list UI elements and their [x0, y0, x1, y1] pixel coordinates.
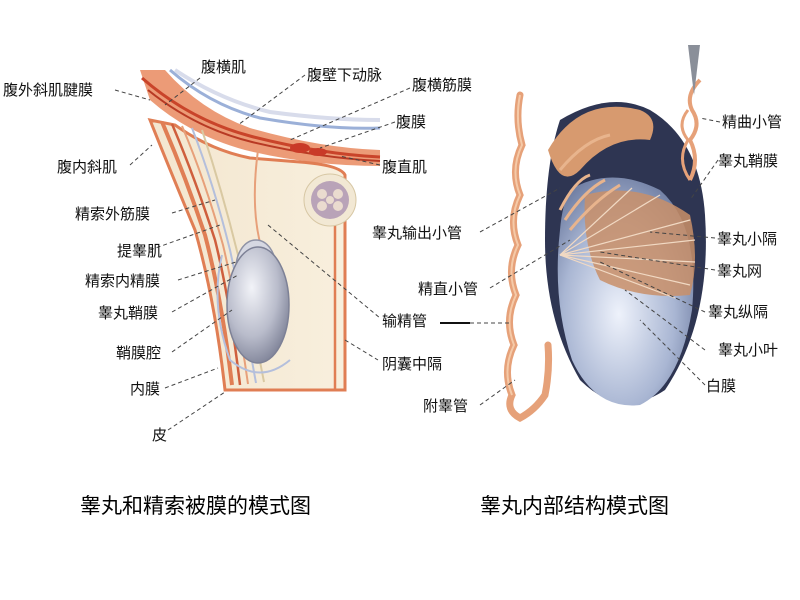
label-testis-lobule: 睾丸小叶: [718, 341, 778, 359]
label-vaginal-cavity: 鞘膜腔: [116, 344, 161, 362]
label-transversalis-fascia: 腹横筋膜: [412, 76, 472, 94]
label-mediastinum-testis: 睾丸纵隔: [708, 303, 768, 321]
label-tunica-albuginea: 白膜: [706, 377, 736, 395]
label-epididymal-duct: 附睾管: [423, 397, 468, 415]
label-transversus-abdominis: 腹横肌: [201, 58, 246, 76]
label-inferior-epigastric-artery: 腹壁下动脉: [307, 66, 382, 84]
label-rectus-abdominis: 腹直肌: [382, 158, 427, 176]
caption-left-figure: 睾丸和精索被膜的模式图: [80, 493, 311, 519]
label-cremaster: 提睾肌: [117, 242, 162, 260]
label-peritoneum: 腹膜: [396, 113, 426, 131]
caption-right-figure: 睾丸内部结构模式图: [480, 493, 669, 519]
label-internal-spermatic-fascia: 精索内精膜: [85, 272, 160, 290]
label-straight-tubules: 精直小管: [418, 280, 478, 298]
label-tunica-vaginalis-left: 睾丸鞘膜: [98, 304, 158, 322]
forceps-tool: [688, 45, 700, 95]
label-efferent-ductules: 睾丸输出小管: [372, 224, 462, 242]
label-testis-septula: 睾丸小隔: [717, 230, 777, 248]
right-anatomy-figure: [440, 45, 720, 418]
label-vas-deferens: 输精管: [382, 312, 427, 330]
left-testis: [227, 247, 289, 363]
label-external-oblique-aponeurosis: 腹外斜肌腱膜: [3, 81, 93, 99]
label-skin: 皮: [152, 426, 167, 444]
label-scrotal-septum: 阴囊中隔: [382, 355, 442, 373]
label-internal-oblique: 腹内斜肌: [57, 158, 117, 176]
label-tunica-vaginalis-right: 睾丸鞘膜: [718, 152, 778, 170]
label-seminiferous-tubule: 精曲小管: [722, 113, 782, 131]
label-dartos: 内膜: [130, 380, 160, 398]
label-rete-testis: 睾丸网: [717, 262, 762, 280]
label-external-spermatic-fascia: 精索外筋膜: [75, 205, 150, 223]
